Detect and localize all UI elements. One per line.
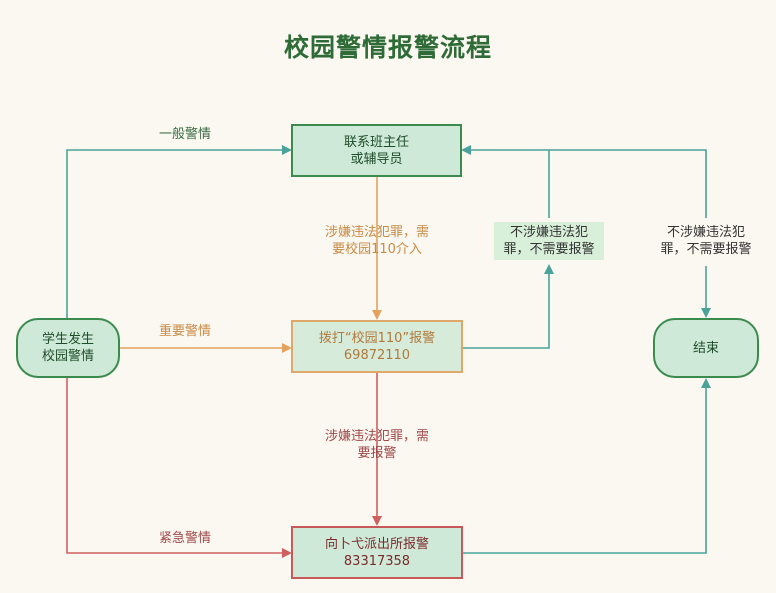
node-call110-line-2: 69872110	[343, 347, 411, 363]
edge-start-to-police	[66, 378, 292, 558]
node-start-line-1: 学生发生	[41, 332, 94, 347]
label-no-report-right: 不涉嫌违法犯 罪，不需要报警	[650, 222, 762, 260]
page-title: 校园警情报警流程	[283, 33, 492, 62]
node-start: 学生发生 校园警情	[16, 318, 120, 378]
label-no-report-right-line-1: 不涉嫌违法犯	[666, 225, 745, 240]
node-contact-teacher: 联系班主任 或辅导员	[291, 124, 462, 177]
edge-police-to-end	[463, 378, 711, 554]
node-call-campus-110: 拨打“校园110”报警 69872110	[291, 320, 463, 373]
edge-no-report-to-contact	[461, 145, 550, 218]
label-no-report-right-line-2: 罪，不需要报警	[660, 242, 752, 257]
edge-call110-to-no-report	[463, 264, 554, 349]
label-serious-alert: 重要警情	[140, 323, 230, 340]
node-police-line-1: 向卜弋派出所报警	[324, 536, 429, 552]
label-need-report-line-2: 要报警	[357, 446, 397, 461]
node-end-line-1: 结束	[692, 340, 719, 356]
node-contact-line-1: 联系班主任	[343, 134, 409, 150]
label-need-campus-110: 涉嫌违法犯罪，需 要校园110介入	[312, 224, 442, 258]
node-contact-line-2: 或辅导员	[350, 151, 403, 167]
label-need-report: 涉嫌违法犯罪，需 要报警	[312, 428, 442, 462]
label-need-110-line-1: 涉嫌违法犯罪，需	[324, 225, 429, 240]
node-call110-line-1: 拨打“校园110”报警	[318, 330, 436, 346]
label-urgent-line-1: 紧急警情	[158, 531, 211, 546]
edge-right-to-contact	[549, 149, 707, 218]
node-police-line-2: 83317358	[343, 553, 411, 569]
label-no-report-mid-line-2: 罪，不需要报警	[503, 242, 595, 257]
label-general-alert: 一般警情	[140, 126, 230, 143]
label-general-line-1: 一般警情	[158, 127, 211, 142]
label-need-110-line-2: 要校园110介入	[332, 242, 422, 257]
node-police-station: 向卜弋派出所报警 83317358	[291, 526, 463, 579]
node-start-line-2: 校园警情	[41, 349, 94, 364]
edge-start-to-contact	[66, 145, 292, 318]
label-serious-line-1: 重要警情	[158, 324, 211, 339]
label-no-report-middle: 不涉嫌违法犯 罪，不需要报警	[494, 222, 604, 260]
label-need-report-line-1: 涉嫌违法犯罪，需	[324, 429, 429, 444]
node-end: 结束	[653, 318, 759, 378]
label-no-report-mid-line-1: 不涉嫌违法犯	[509, 225, 588, 240]
label-urgent-alert: 紧急警情	[140, 530, 230, 547]
